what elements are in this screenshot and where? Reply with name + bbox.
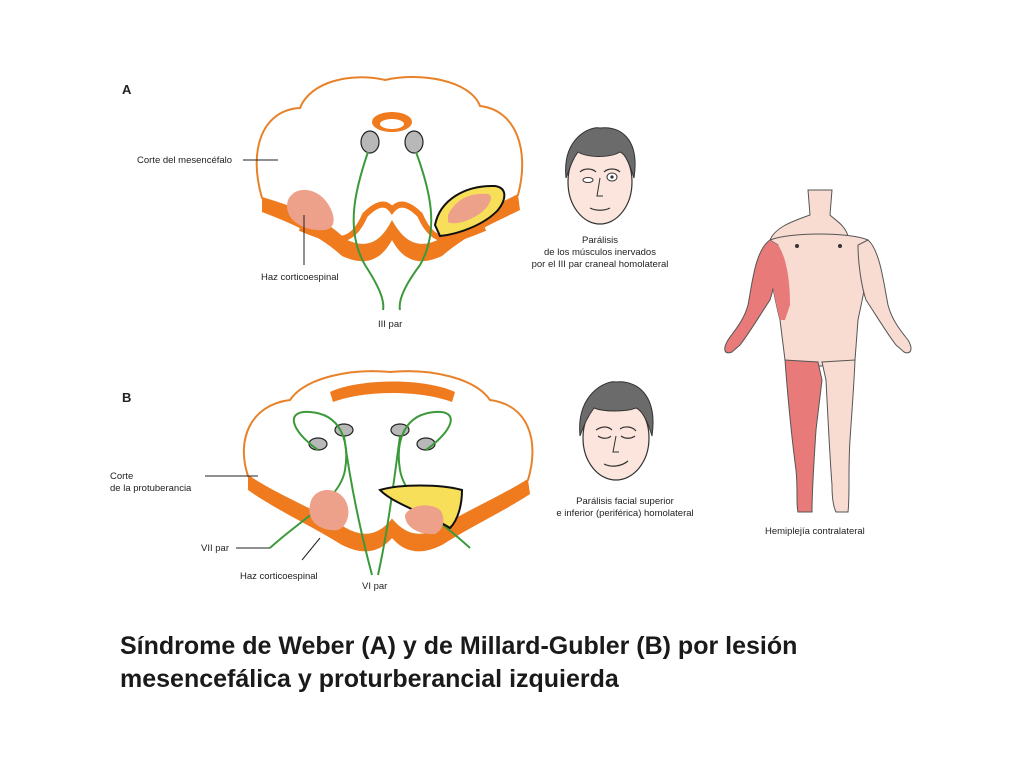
pons-section [242, 370, 534, 576]
face-a [565, 127, 636, 225]
label-pons-section-1: Corte [110, 471, 133, 482]
label-corticospinal-b: Haz corticoespinal [240, 571, 318, 582]
label-midbrain-section: Corte del mesencéfalo [137, 155, 232, 166]
face-a-caption-2: de los músculos inervados [544, 247, 656, 258]
panel-a-letter: A [122, 82, 132, 97]
label-nerve-iii: III par [378, 319, 402, 330]
caption-line-2: mesencefálica y proturberancial izquierd… [120, 665, 619, 693]
label-corticospinal-a: Haz corticoespinal [261, 272, 339, 283]
face-b [579, 381, 654, 481]
body-figure [724, 189, 912, 513]
face-b-caption-2: e inferior (periférica) homolateral [556, 508, 693, 519]
body-caption: Hemiplejía contralateral [765, 526, 865, 537]
face-a-caption-3: por el III par craneal homolateral [532, 259, 669, 270]
panel-b-letter: B [122, 390, 131, 405]
face-a-caption-1: Parálisis [582, 235, 618, 246]
anatomy-figure: A Corte del mesencéfalo Haz corticoespin… [110, 76, 912, 592]
midbrain-section [255, 76, 524, 311]
label-nerve-vii: VII par [201, 543, 229, 554]
face-b-caption-1: Parálisis facial superior [576, 496, 674, 507]
figure-caption: Síndrome de Weber (A) y de Millard-Guble… [120, 630, 920, 696]
caption-line-1: Síndrome de Weber (A) y de Millard-Guble… [120, 632, 798, 660]
label-nerve-vi: VI par [362, 581, 387, 592]
label-pons-section-2: de la protuberancia [110, 483, 192, 494]
